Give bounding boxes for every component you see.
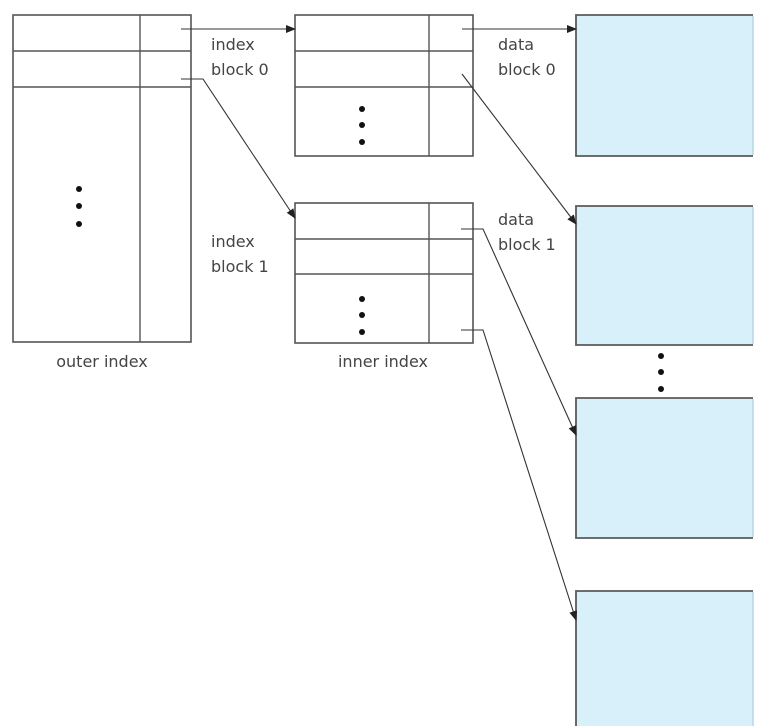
pointer-index-block-0-to-data-block-1 xyxy=(461,73,577,225)
index-block-1: inner index xyxy=(294,202,474,371)
ellipsis-dot xyxy=(359,329,365,335)
index-block-0-label-line1: index xyxy=(211,35,255,54)
ellipsis-dot xyxy=(359,139,365,145)
index-block-0-label-line2: block 0 xyxy=(211,60,269,79)
ellipsis-dot xyxy=(658,386,664,392)
outer-index-frame xyxy=(12,14,192,343)
index-block-1-label-line1: index xyxy=(211,232,255,251)
data-block-3-fill xyxy=(577,592,753,726)
inner-index-label: inner index xyxy=(338,352,428,371)
ellipsis-dot xyxy=(76,221,82,227)
data-block-0-label-line2: block 0 xyxy=(498,60,556,79)
index-block-0 xyxy=(294,14,474,157)
data-block-2-box xyxy=(575,397,753,539)
data-block-0-box xyxy=(575,14,753,157)
data-block-3 xyxy=(575,590,754,726)
data-block-0-label-line1: data xyxy=(498,35,534,54)
ellipsis-dot xyxy=(359,296,365,302)
pointer-outer-to-index-block-1 xyxy=(181,78,296,219)
data-block-1 xyxy=(575,205,754,346)
data-block-0 xyxy=(575,14,754,157)
ellipsis-dot xyxy=(658,353,664,359)
data-block-1-box xyxy=(575,205,753,346)
pointer-index-block-1-to-data-block-3 xyxy=(461,329,578,621)
ellipsis-dot xyxy=(658,369,664,375)
index-block-1-frame xyxy=(294,202,474,344)
ellipsis-dot xyxy=(76,203,82,209)
ellipsis-dot xyxy=(76,186,82,192)
ellipsis-dot xyxy=(359,106,365,112)
index-block-1-label-line2: block 1 xyxy=(211,257,269,276)
ellipsis-dot xyxy=(359,122,365,128)
index-block-0-frame xyxy=(294,14,474,157)
pointer-index-block-1-to-data-block-2 xyxy=(461,228,577,436)
ellipsis-dot xyxy=(359,312,365,318)
data-block-1-label-line1: data xyxy=(498,210,534,229)
outer-index-label: outer index xyxy=(56,352,147,371)
data-block-2 xyxy=(575,397,754,539)
outer-index: outer index xyxy=(12,14,192,371)
data-block-1-label-line2: block 1 xyxy=(498,235,556,254)
